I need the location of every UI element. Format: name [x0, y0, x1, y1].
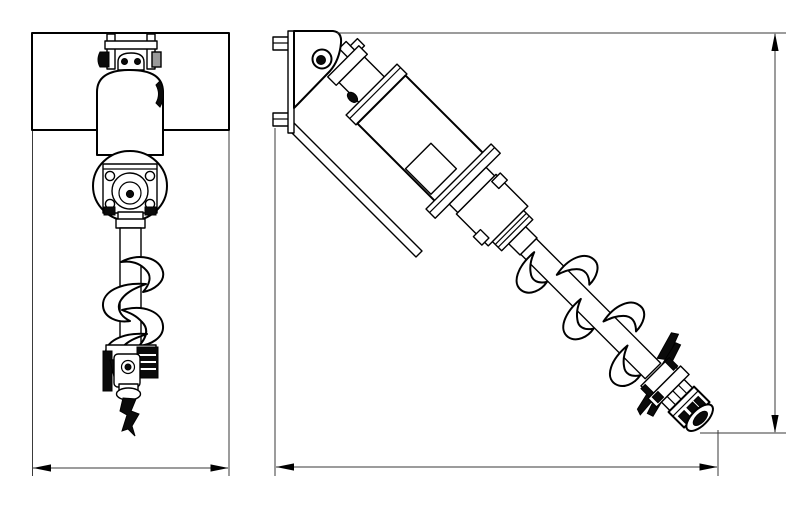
dim-arrow-up	[771, 33, 779, 51]
boss-ring	[118, 181, 142, 205]
gearbox-flange	[92, 150, 168, 222]
flange-bolt	[104, 170, 116, 182]
flange-bolt	[144, 170, 156, 182]
head-side-plate	[102, 350, 113, 392]
flange-foot-left	[103, 206, 116, 216]
pivot-lug-right	[151, 51, 162, 68]
dim-arrow-down	[771, 415, 779, 433]
flight-turn	[562, 297, 595, 341]
hanger-bracket	[97, 33, 162, 71]
flight-turn	[515, 251, 548, 294]
iso-view-width-dimension	[274, 128, 719, 476]
bracket-gusset	[293, 30, 343, 109]
dim-arrow-left	[33, 464, 51, 472]
flight-turn	[602, 301, 646, 333]
arch-pin-right	[134, 58, 141, 65]
shaft-center-hole	[125, 189, 135, 199]
bracket-crossbar	[104, 40, 158, 50]
shaft-collar	[115, 218, 146, 229]
auger-drive-assembly	[327, 37, 714, 432]
flight-turn	[555, 255, 599, 286]
boring-head	[102, 344, 159, 437]
drain-plug	[472, 228, 490, 246]
front-view-width-dimension	[32, 131, 230, 476]
front-view	[31, 32, 230, 476]
head-nub	[664, 356, 679, 371]
lift-hole-center	[316, 55, 326, 65]
housing-access-panel	[404, 142, 458, 195]
grease-fitting	[491, 172, 509, 190]
hub-pin	[124, 363, 132, 371]
flight-turn	[101, 282, 147, 323]
swing-arch	[117, 52, 145, 71]
auger-flighting-iso	[515, 251, 646, 387]
dim-arrow-left	[276, 463, 294, 471]
dim-arrow-right	[699, 463, 718, 471]
mount-bracket	[272, 30, 343, 134]
flange-foot-right	[144, 206, 157, 216]
head-hub	[113, 353, 141, 388]
pivot-lug-left	[97, 51, 110, 68]
boring-head-iso	[636, 332, 714, 432]
cutting-tooth	[656, 332, 680, 361]
hub-ring	[120, 359, 136, 375]
nose-cap-center	[692, 410, 708, 426]
fishtail-pilot-bit	[119, 397, 140, 437]
motor-housing	[96, 69, 164, 156]
housing-side-tab	[155, 80, 164, 108]
dim-arrow-right	[210, 464, 229, 472]
isometric-view	[272, 30, 786, 476]
flight-turn	[609, 344, 642, 387]
arch-pin-left	[121, 58, 128, 65]
flight-turn	[120, 256, 165, 293]
head-detail	[651, 390, 665, 404]
auger-tube	[520, 238, 662, 380]
iso-view-height-dimension	[337, 32, 786, 434]
hose-fitting	[346, 91, 359, 103]
